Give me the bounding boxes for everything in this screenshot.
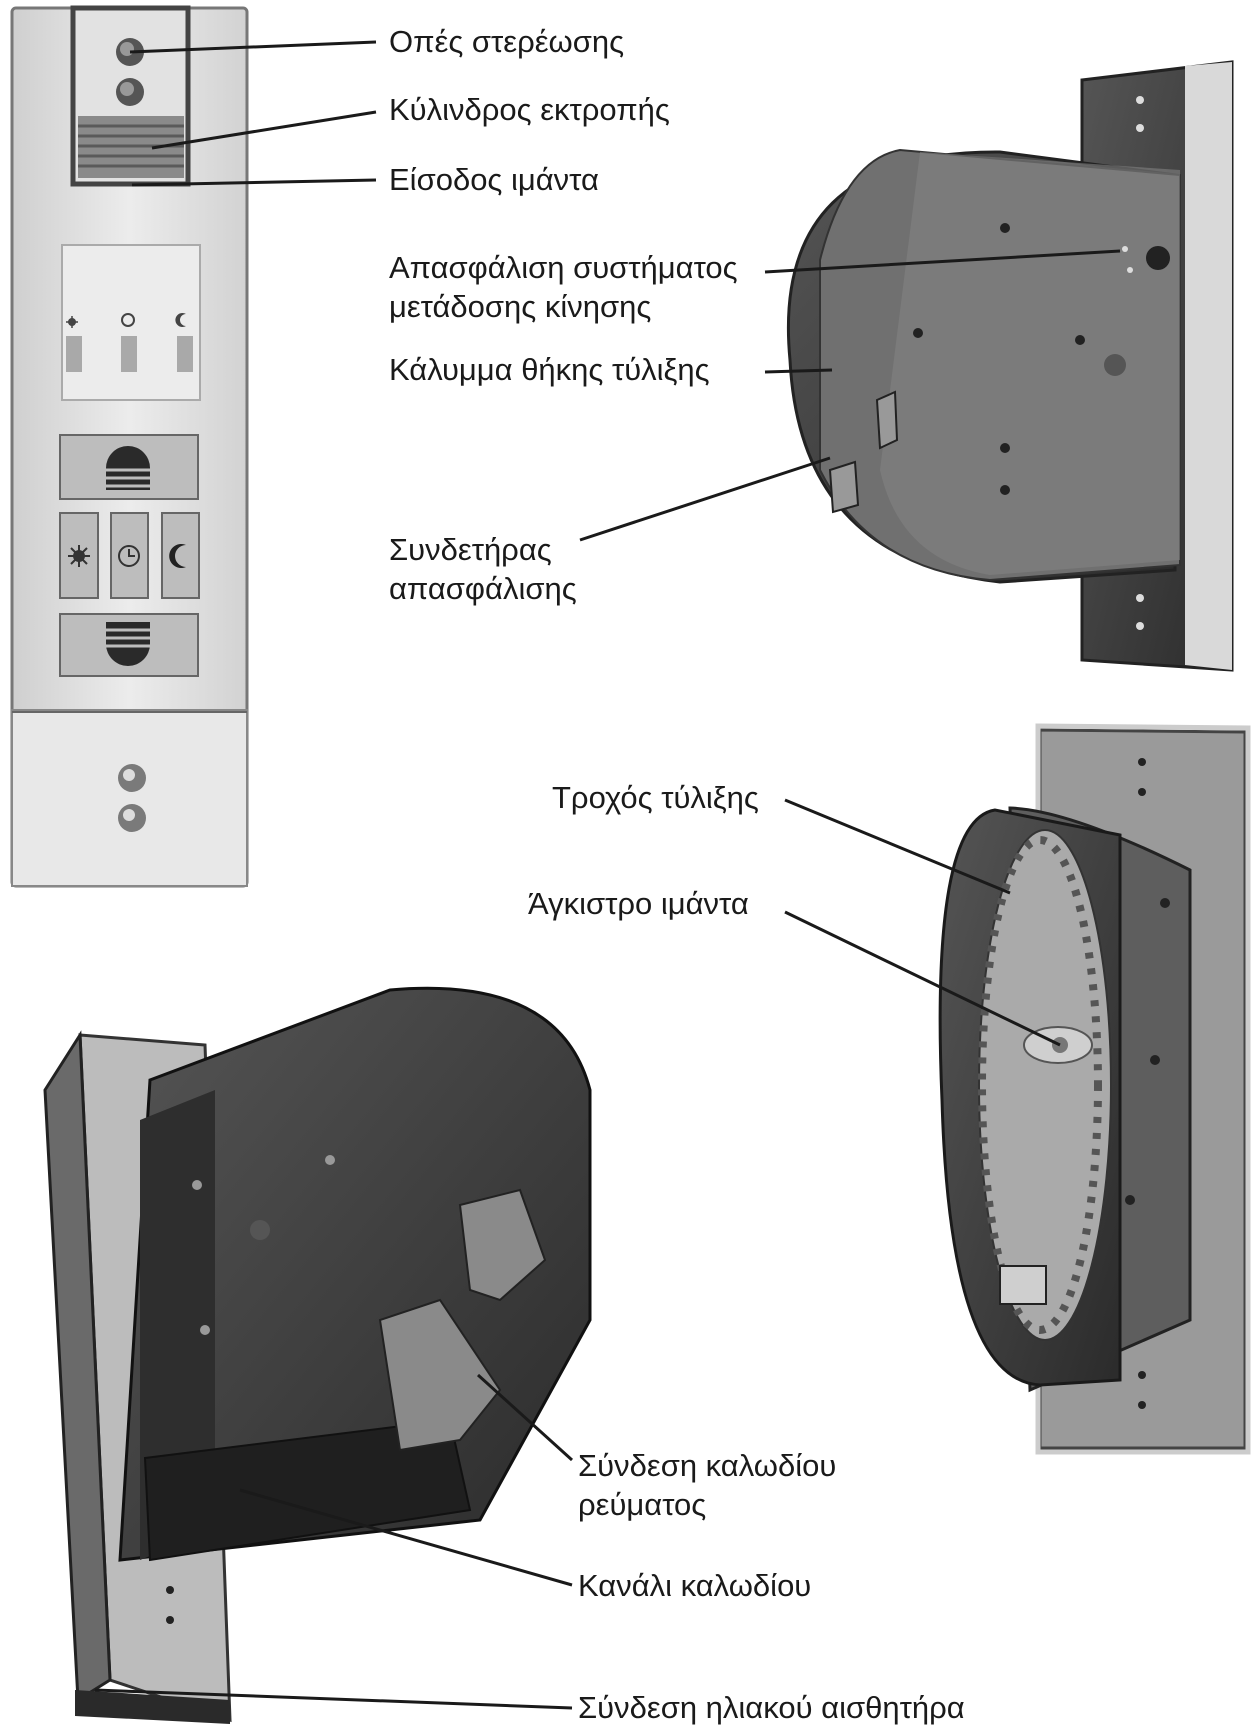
label-winding-wheel: Τροχός τύλιξης [552,780,759,815]
front-panel-view [10,5,249,888]
leader-cable-channel [239,1488,573,1587]
label-solar-sensor: Σύνδεση ηλιακού αισθητήρα [578,1690,965,1725]
label-release-clip: Συνδετήρας απασφάλισης [389,532,577,606]
moon-icon [175,313,186,327]
mounting-hole [116,78,144,106]
leader-belt-hook [784,910,1061,1047]
leader-drive-release [764,249,1121,274]
label-mounting-holes: Οπές στερέωσης [389,24,625,59]
label-belt-hook: Άγκιστρο ιμάντα [528,886,749,921]
leader-winding-wheel [784,798,1011,895]
sun-icon [66,316,78,328]
side-view-top [787,60,1234,672]
leader-solar-sensor [94,1688,573,1710]
leader-deflection-roller [151,110,377,150]
label-belt-entry: Είσοδος ιμάντα [389,162,599,197]
label-deflection-roller: Κύλινδρος εκτροπής [389,92,670,127]
leader-winding-cover [764,368,833,374]
leader-mounting-holes [129,40,377,54]
label-drive-release: Απασφάλιση συστήματος μετάδοσης κίνησης [389,250,738,324]
deflection-roller-shape [78,116,184,178]
moon-button-icon [169,544,186,569]
rear-angled-view [43,986,592,1724]
leader-lines [94,40,1121,1710]
clock-button-icon [118,545,140,567]
leader-belt-entry [131,178,377,187]
label-winding-cover: Κάλυμμα θήκης τύλιξης [389,352,710,387]
up-arrow-button [59,434,199,500]
sun-button-icon [68,545,90,567]
label-power-cable: Σύνδεση καλωδίου ρεύματος [578,1448,837,1522]
label-cable-channel: Κανάλι καλωδίου [578,1568,812,1603]
leader-power-cable [476,1373,574,1462]
open-winding-view [938,723,1251,1455]
down-arrow-button [59,613,199,677]
clock-icon [121,313,135,327]
leader-release-clip [579,456,831,542]
